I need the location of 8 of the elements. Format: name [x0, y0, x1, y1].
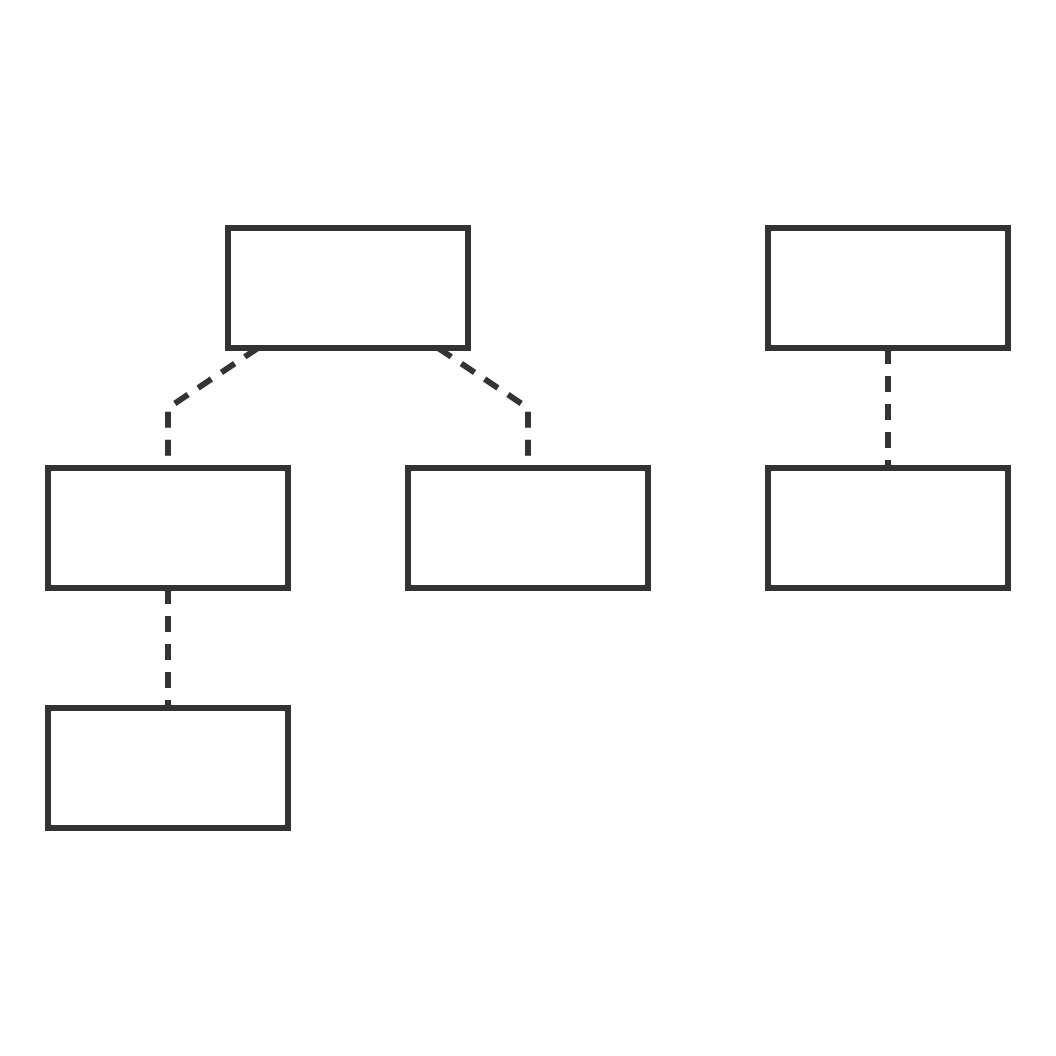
node-box [765, 225, 1011, 351]
connector [165, 588, 171, 708]
node-box [45, 465, 291, 591]
node-box [45, 705, 291, 831]
node-box [405, 465, 651, 591]
node-box [765, 465, 1011, 591]
node-box [225, 225, 471, 351]
connector [885, 348, 891, 468]
